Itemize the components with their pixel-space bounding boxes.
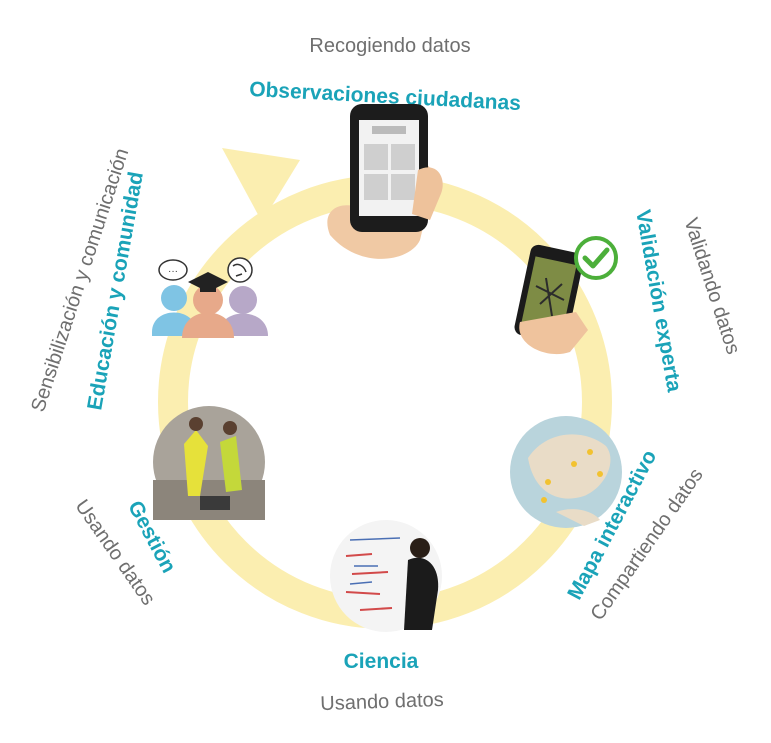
globe-bubble-icon [227,257,253,283]
subtitle-observaciones: Recogiendo datos [309,35,470,57]
subtitle-ciencia: Usando datos [320,689,444,715]
smartphone-hand-icon [327,104,443,259]
mosquito-phone-icon [514,236,618,355]
science-whiteboard-image [330,520,442,632]
community-people-icon: ··· [152,257,268,338]
title-validacion: Validación experta [631,208,686,394]
field-management-image [153,406,265,520]
subtitle-validacion: Validando datos [679,215,744,357]
title-ciencia: Ciencia [344,650,419,673]
interactive-map-image [510,416,622,528]
cycle-arrowhead [222,148,300,222]
check-badge-icon [574,236,618,280]
svg-text:···: ··· [168,266,178,277]
speech-bubble-icon [158,259,188,281]
graduation-cap-icon [188,272,228,292]
